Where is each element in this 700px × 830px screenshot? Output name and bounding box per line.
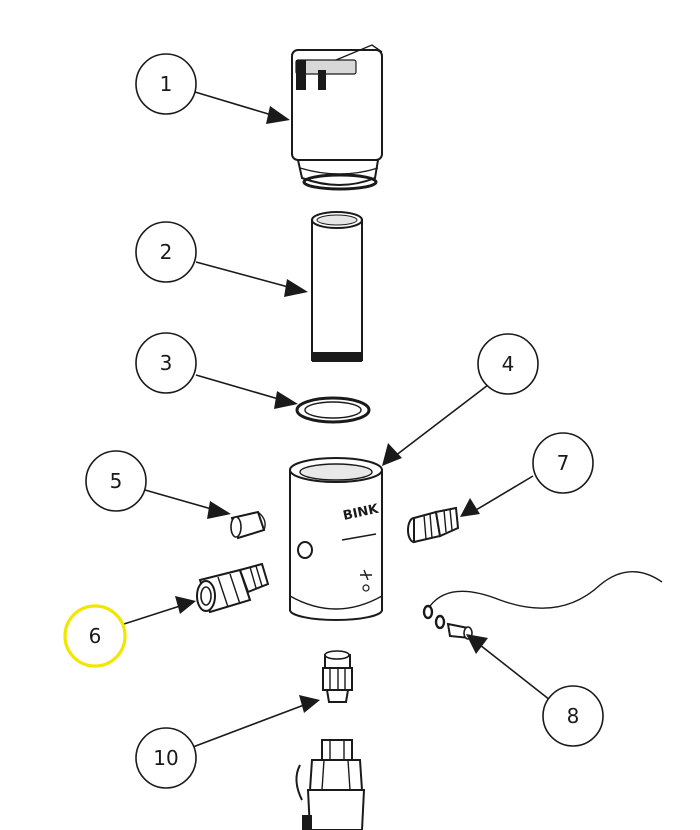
callout-1: 1	[135, 53, 197, 115]
callout-4: 4	[477, 333, 539, 395]
callout-10: 10	[135, 727, 197, 789]
body-marking: BINK	[342, 502, 381, 524]
callout-5: 5	[85, 450, 147, 512]
svg-text:4: 4	[502, 352, 515, 376]
part-4-body: BINK	[289, 457, 383, 621]
part-5-plug	[230, 510, 266, 540]
part-8-sensor-assembly	[422, 571, 663, 640]
callout-3: 3	[135, 332, 197, 394]
part-10-nipple-fitting	[322, 650, 353, 703]
svg-text:6: 6	[89, 624, 102, 648]
svg-text:3: 3	[160, 351, 173, 375]
callout-2: 2	[135, 221, 197, 283]
callout-6-highlighted: 6	[63, 604, 127, 668]
part-3-o-ring	[295, 396, 371, 424]
part-6-hex-fitting	[196, 562, 270, 614]
callout-8: 8	[542, 685, 604, 747]
svg-text:2: 2	[160, 240, 173, 264]
svg-text:1: 1	[160, 72, 173, 96]
callout-7: 7	[532, 432, 594, 494]
svg-text:10: 10	[153, 746, 178, 770]
part-7-side-fitting	[407, 506, 460, 544]
leader-lines	[123, 91, 551, 751]
svg-text:8: 8	[567, 704, 580, 728]
svg-text:7: 7	[557, 451, 570, 475]
part-2-filter-element	[311, 211, 363, 362]
bottom-hex-body	[295, 739, 366, 830]
part-1-cap	[291, 44, 383, 191]
svg-text:5: 5	[110, 469, 123, 493]
